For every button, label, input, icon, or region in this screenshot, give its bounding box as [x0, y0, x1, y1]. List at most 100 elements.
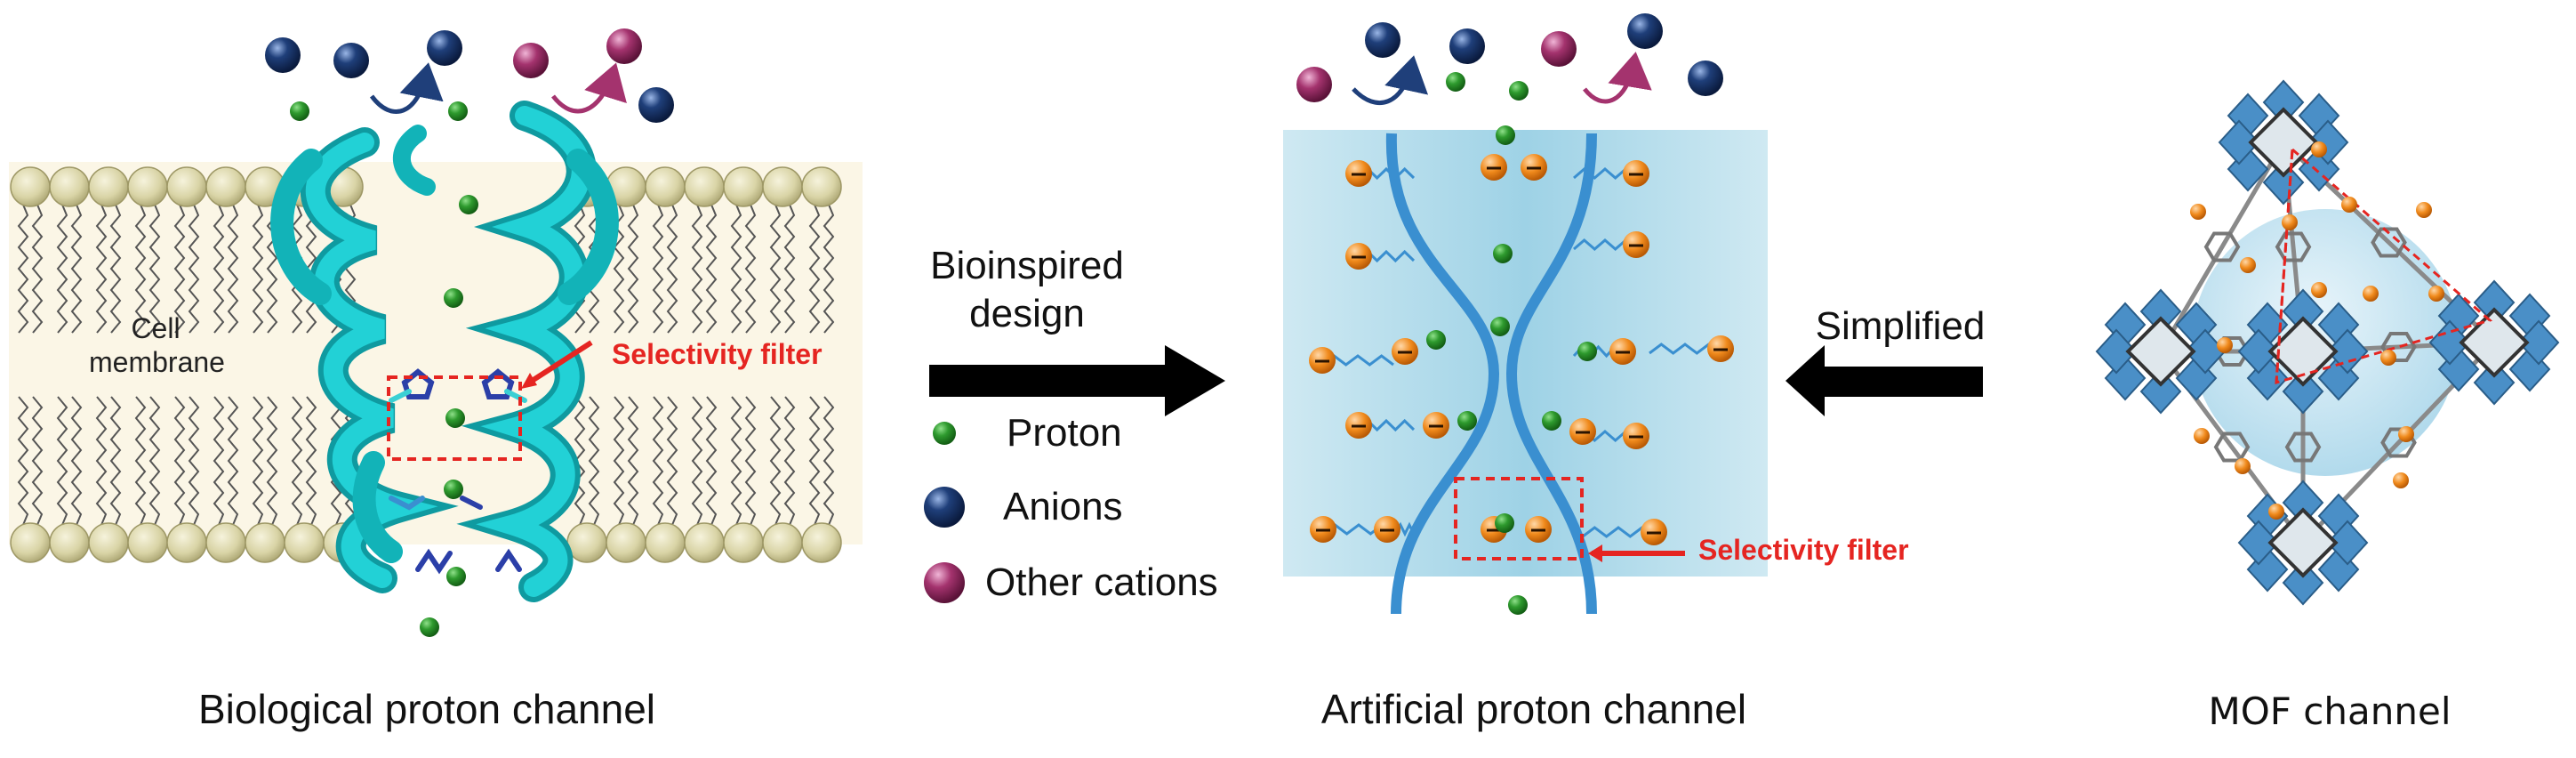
- lipid-tail: [173, 396, 186, 526]
- mof-polyhedron: [2326, 328, 2369, 375]
- lipid-head: [127, 522, 168, 563]
- proton: [1493, 244, 1513, 263]
- bioinspired-label: Bioinspired design: [916, 242, 1138, 338]
- lipid-tail: [652, 204, 664, 334]
- lipid-tail: [266, 204, 278, 334]
- lipid-tail: [148, 396, 161, 526]
- cation-rejection-arrow: [1583, 52, 1652, 104]
- lipid-head: [284, 522, 325, 563]
- mof-charge: [2268, 504, 2284, 520]
- lipid-tails: [17, 204, 835, 526]
- biological-caption: Biological proton channel: [197, 686, 656, 732]
- lipid-tail: [291, 396, 303, 526]
- proton: [1496, 125, 1515, 145]
- lipid-tail: [666, 396, 678, 526]
- benzene-ring: [2380, 427, 2417, 458]
- mof-charge: [2194, 428, 2210, 444]
- center-section: [924, 345, 1983, 603]
- lipid-tail: [730, 204, 742, 334]
- simplified-arrow: [1786, 345, 1983, 416]
- anion: [1449, 28, 1485, 64]
- lipid-head: [205, 522, 246, 563]
- lipid-head: [762, 166, 803, 207]
- lipid-tail: [808, 204, 821, 334]
- lipid-head: [166, 522, 207, 563]
- other-cation: [606, 28, 642, 64]
- benzene-ring: [2284, 431, 2322, 463]
- channel-wall-right: [1505, 133, 1597, 615]
- proton: [444, 288, 463, 308]
- mof-charge: [2398, 426, 2414, 442]
- lipid-tail: [188, 396, 200, 526]
- bio-filter-arrow-head: [521, 373, 537, 389]
- lipid-head: [49, 166, 90, 207]
- anion-rejection-arrow: [369, 62, 444, 114]
- mof-charge: [2190, 204, 2206, 220]
- membrane-label-line1: Cell: [131, 312, 181, 344]
- anion: [265, 37, 301, 73]
- mof-charge: [2240, 257, 2256, 273]
- lipid-head: [10, 166, 51, 207]
- mof-charges: [2190, 141, 2444, 520]
- proton: [1426, 330, 1446, 350]
- mof-channel-panel: [2095, 79, 2560, 606]
- mof-charge: [2428, 286, 2444, 302]
- mof-polyhedron: [2326, 520, 2369, 566]
- proton: [290, 101, 309, 121]
- lipid-head: [49, 522, 90, 563]
- mof-charge: [2363, 286, 2379, 302]
- art-selectivity-filter-box: [1454, 477, 1584, 560]
- lipid-head: [723, 522, 764, 563]
- legend-cation-dot: [924, 562, 965, 603]
- lipid-tail: [31, 396, 44, 526]
- legend-anion-dot: [924, 487, 965, 528]
- lipid-tail: [213, 396, 225, 526]
- anion: [638, 87, 674, 123]
- lipid-head: [566, 522, 607, 563]
- lipid-head: [684, 522, 725, 563]
- proton: [1490, 317, 1510, 336]
- artificial-channel-panel: [1283, 13, 1768, 615]
- lipid-head: [88, 166, 129, 207]
- benzene-ring: [2213, 431, 2251, 463]
- lipid-head: [762, 522, 803, 563]
- proton: [1446, 72, 1465, 92]
- legend-anion-label: Anions: [1003, 485, 1123, 528]
- legend-proton-label: Proton: [1007, 411, 1122, 455]
- lipid-tail: [56, 396, 68, 526]
- other-cation: [1541, 31, 1577, 67]
- lipid-head: [88, 522, 129, 563]
- simplified-label: Simplified: [1815, 304, 1986, 348]
- bioinspired-line1: Bioinspired: [930, 244, 1124, 287]
- lipid-head: [606, 522, 646, 563]
- lipid-tail: [744, 204, 757, 334]
- lipid-head: [723, 166, 764, 207]
- lipid-tail: [808, 396, 821, 526]
- lipid-head: [127, 166, 168, 207]
- benzene-ring: [2203, 231, 2241, 262]
- mof-cluster-core: [2248, 107, 2319, 178]
- lipid-tail: [173, 204, 186, 334]
- lipid-tail: [17, 396, 29, 526]
- mof-charge: [2282, 214, 2298, 230]
- lipid-head: [645, 166, 686, 207]
- lipid-head: [801, 522, 842, 563]
- other-cation: [513, 43, 549, 78]
- channel-protons: [1426, 72, 1597, 615]
- lipid-tail: [744, 396, 757, 526]
- lipid-tail: [666, 204, 678, 334]
- bio-selectivity-filter-label: Selectivity filter: [612, 338, 823, 370]
- lipid-head: [645, 522, 686, 563]
- mof-charge: [2416, 202, 2432, 218]
- lipid-tail: [613, 396, 625, 526]
- other-cation: [1296, 67, 1332, 102]
- proton: [1509, 81, 1529, 101]
- lipid-head: [801, 166, 842, 207]
- mof-polyhedron: [2517, 319, 2560, 366]
- mof-charge: [2311, 141, 2327, 157]
- mof-node: [2095, 288, 2227, 415]
- biological-channel-panel: [9, 28, 863, 637]
- lipid-head: [10, 522, 51, 563]
- artificial-caption: Artificial proton channel: [1320, 686, 1747, 732]
